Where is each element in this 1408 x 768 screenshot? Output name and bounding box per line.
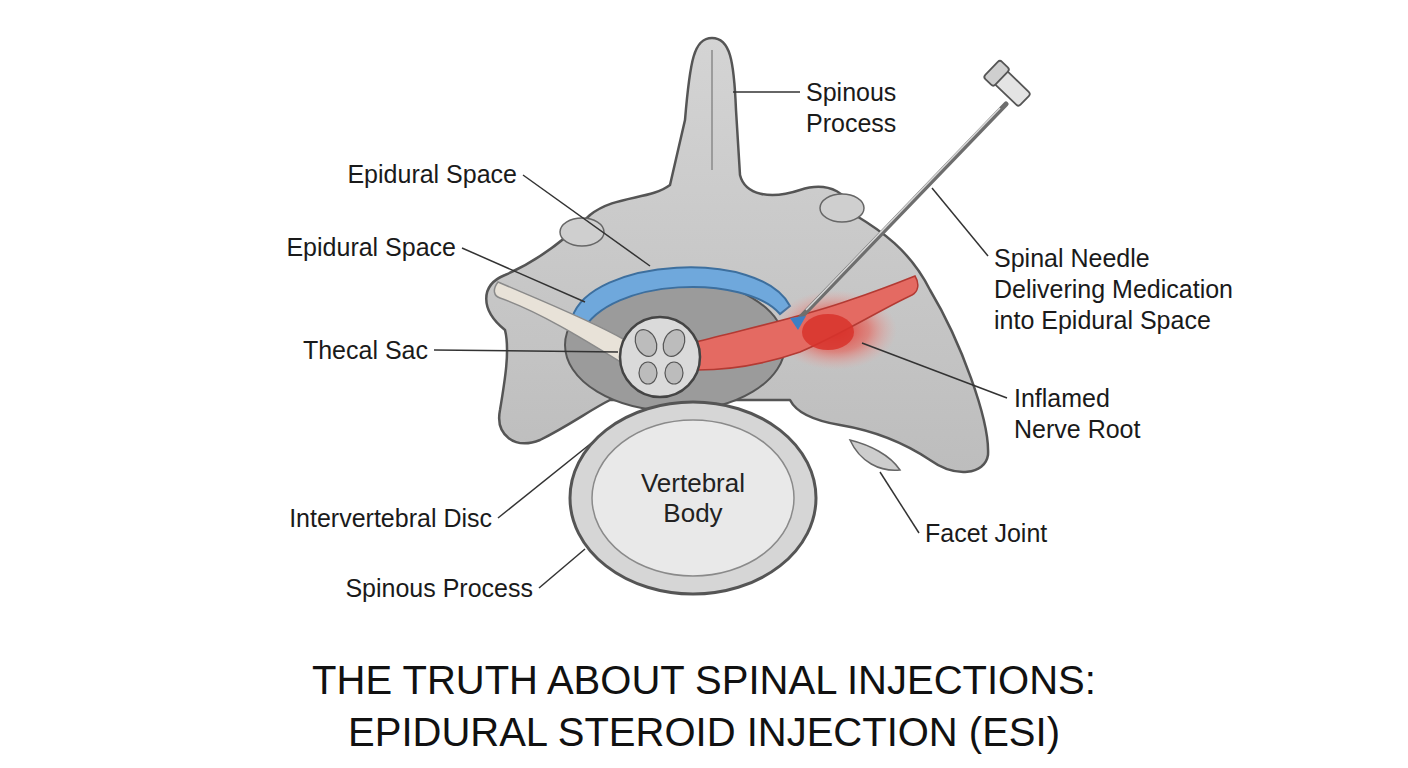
vertebral-body: Vertebral Body: [568, 400, 818, 596]
leader-line: [539, 549, 585, 588]
facet-joint-lower: [850, 440, 900, 470]
title-block: THE TRUTH ABOUT SPINAL INJECTIONS: EPIDU…: [0, 654, 1408, 758]
leader-line: [462, 248, 585, 302]
rootlet: [665, 362, 683, 384]
part-label: Spinal Needle Delivering Medication into…: [994, 243, 1256, 336]
vertebral-body-rim: [570, 402, 816, 594]
leader-line: [434, 350, 618, 352]
inflamed-swelling: [802, 314, 854, 350]
part-label: Facet Joint: [925, 518, 1145, 549]
rootlet: [659, 326, 689, 360]
leader-line: [523, 175, 650, 266]
vertebral-body-face: [592, 420, 794, 576]
facet-joint-left: [560, 218, 604, 246]
hub-cap: [983, 60, 1010, 87]
inflamed-nerve-root: [696, 276, 918, 370]
thecal-sac: [620, 317, 700, 397]
posterior-arch: [486, 38, 988, 472]
diagram-title: THE TRUTH ABOUT SPINAL INJECTIONS: EPIDU…: [224, 654, 1184, 758]
node-label: Vertebral Body: [628, 468, 758, 528]
leader-line: [880, 472, 919, 533]
needle-shine: [806, 108, 1000, 310]
part-label: Epidural Space: [277, 159, 517, 190]
leader-line: [932, 188, 988, 256]
vertebral-arch: [486, 38, 988, 472]
facet-joint-right: [820, 194, 864, 222]
part-label: Intervertebral Disc: [222, 503, 492, 534]
part-label: Spinous Process: [263, 573, 533, 604]
spinous-ridge: [711, 50, 713, 170]
part-label: Inflamed Nerve Root: [1014, 383, 1174, 445]
nerve-rootlets: [631, 326, 689, 384]
leader-line: [862, 343, 1007, 398]
medication-drop: [790, 316, 806, 330]
part-label: Spinous Process: [806, 77, 936, 139]
rootlet: [639, 362, 657, 384]
needle-hub: [983, 60, 1033, 109]
part-label: Epidural Space: [216, 232, 456, 263]
rootlet: [631, 326, 661, 360]
leader-line: [733, 91, 800, 93]
part-label: Thecal Sac: [188, 335, 428, 366]
leader-lines: [434, 92, 1007, 588]
